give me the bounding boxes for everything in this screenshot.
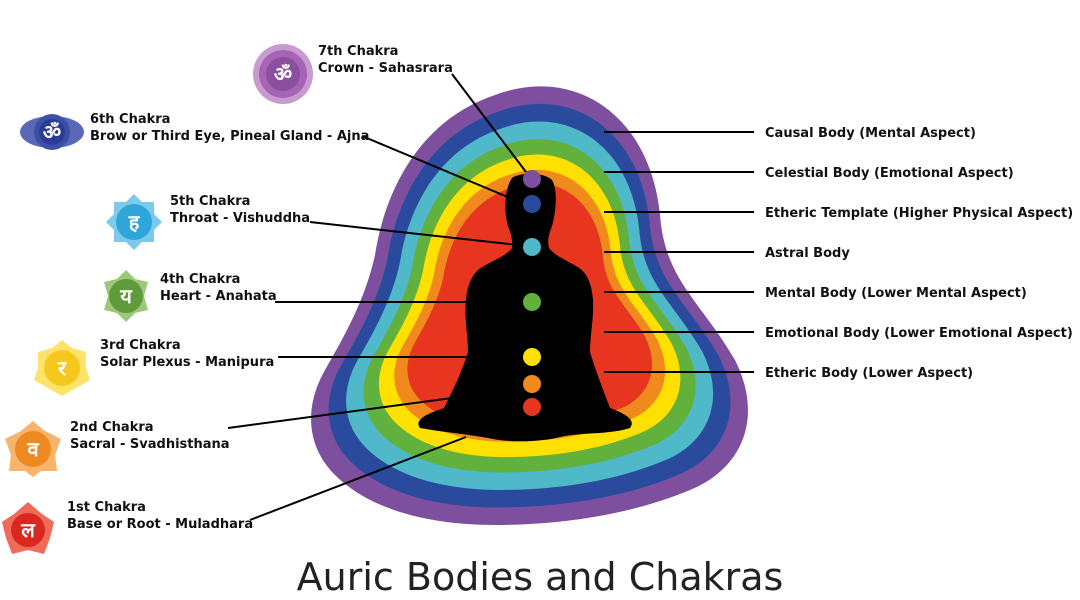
svg-text:र: र (57, 356, 67, 380)
root-lotus-icon: ल (2, 502, 54, 554)
etheric-body-label: Etheric Body (Lower Aspect) (765, 366, 973, 381)
svg-text:य: य (119, 284, 133, 308)
svg-text:व: व (26, 437, 39, 461)
crown-chakra-name: Crown - Sahasrara (318, 61, 453, 76)
heart-chakra-name: Heart - Anahata (160, 289, 277, 304)
causal-body-label: Causal Body (Mental Aspect) (765, 126, 976, 141)
heart-chakra-heading: 4th Chakra (160, 272, 240, 287)
heart-chakra-dot (523, 293, 541, 311)
brow-chakra-heading: 6th Chakra (90, 112, 170, 127)
heart-lotus-icon: य (104, 270, 148, 322)
sacral-chakra-heading: 2nd Chakra (70, 420, 154, 435)
crown-lotus-icon: ॐ (253, 44, 313, 104)
sacral-lotus-icon: व (5, 421, 61, 477)
crown-chakra-heading: 7th Chakra (318, 44, 398, 59)
svg-text:ॐ: ॐ (43, 120, 61, 144)
svg-text:ॐ: ॐ (274, 62, 292, 86)
leader-line-throat (309, 221, 519, 246)
root-chakra-dot (523, 398, 541, 416)
astral-body-label: Astral Body (765, 246, 850, 261)
solar-plexus-chakra-name: Solar Plexus - Manipura (100, 355, 274, 370)
etheric-template-label: Etheric Template (Higher Physical Aspect… (765, 206, 1073, 221)
svg-text:ह: ह (128, 210, 141, 234)
chakra-icons: ॐ ॐ ह य र व ल (2, 44, 313, 554)
brow-lotus-icon: ॐ (20, 114, 84, 150)
celestial-body-label: Celestial Body (Emotional Aspect) (765, 166, 1014, 181)
root-chakra-heading: 1st Chakra (67, 500, 146, 515)
throat-chakra-heading: 5th Chakra (170, 194, 250, 209)
leader-line-brow (361, 135, 511, 199)
throat-chakra-dot (523, 238, 541, 256)
svg-text:ल: ल (20, 518, 36, 542)
chakra-dots (523, 170, 541, 416)
brow-chakra-dot (523, 195, 541, 213)
solar-plexus-chakra-heading: 3rd Chakra (100, 338, 181, 353)
leader-line-root (249, 436, 467, 521)
chakra-labels: 7th Chakra Crown - Sahasrara 6th Chakra … (67, 44, 453, 532)
solar-plexus-chakra-dot (523, 348, 541, 366)
mental-body-label: Mental Body (Lower Mental Aspect) (765, 286, 1027, 301)
solar-plexus-lotus-icon: र (34, 340, 90, 396)
leader-line-sacral (227, 397, 453, 429)
page-title: Auric Bodies and Chakras (297, 555, 784, 599)
brow-chakra-name: Brow or Third Eye, Pineal Gland - Ajna (90, 129, 369, 144)
emotional-body-label: Emotional Body (Lower Emotional Aspect) (765, 326, 1073, 341)
throat-lotus-icon: ह (106, 194, 162, 250)
body-leader-lines (604, 131, 754, 373)
chakra-leader-lines (227, 73, 527, 521)
throat-chakra-name: Throat - Vishuddha (170, 211, 310, 226)
crown-chakra-dot (523, 170, 541, 188)
root-chakra-name: Base or Root - Muladhara (67, 517, 253, 532)
auric-body-labels: Causal Body (Mental Aspect) Celestial Bo… (765, 126, 1073, 381)
leader-line-crown (451, 73, 527, 173)
sacral-chakra-dot (523, 375, 541, 393)
sacral-chakra-name: Sacral - Svadhisthana (70, 437, 230, 452)
